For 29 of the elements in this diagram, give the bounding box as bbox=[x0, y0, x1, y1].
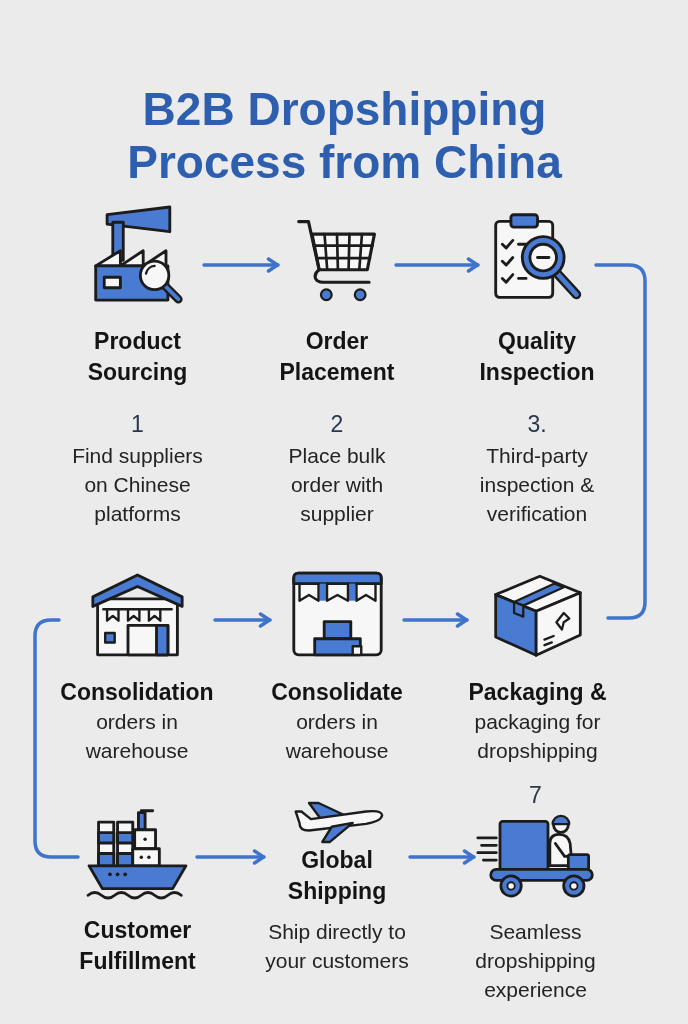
arrow bbox=[394, 257, 480, 273]
step-description: Ship directly to your customers bbox=[264, 919, 410, 974]
step-description: packaging for dropshipping bbox=[473, 709, 602, 764]
step-title: Consolidate bbox=[270, 678, 404, 707]
step-description: orders in warehouse bbox=[84, 709, 190, 764]
step-title: Product Sourcing bbox=[86, 327, 189, 387]
connector-line bbox=[33, 618, 80, 859]
arrow bbox=[408, 849, 476, 865]
step-description: orders in warehouse bbox=[284, 709, 390, 764]
arrow bbox=[202, 257, 280, 273]
step-number: 1 bbox=[130, 410, 145, 439]
step-title: Quality Inspection bbox=[478, 327, 596, 387]
step-number: 3. bbox=[526, 410, 548, 439]
step-title: Customer Fulfillment bbox=[78, 916, 197, 976]
step-title: Order Placement bbox=[278, 327, 396, 387]
arrow bbox=[402, 612, 469, 628]
step-title: Global Shipping bbox=[286, 846, 388, 906]
step-number: 7 bbox=[528, 781, 543, 810]
step-description: Find suppliers on Chinese platforms bbox=[71, 443, 204, 527]
step-description: Third-party inspection & verification bbox=[478, 443, 596, 527]
step-title: Consolidation bbox=[59, 678, 215, 707]
step-description: Seamless dropshipping experience bbox=[474, 919, 597, 1003]
arrow bbox=[195, 849, 266, 865]
step-title: Packaging & bbox=[467, 678, 608, 707]
step-number: 2 bbox=[329, 410, 345, 439]
step-description: Place bulk order with supplier bbox=[287, 443, 387, 527]
arrow bbox=[213, 612, 272, 628]
connector-line bbox=[594, 263, 647, 620]
title: B2B Dropshipping Process from China bbox=[126, 83, 563, 189]
